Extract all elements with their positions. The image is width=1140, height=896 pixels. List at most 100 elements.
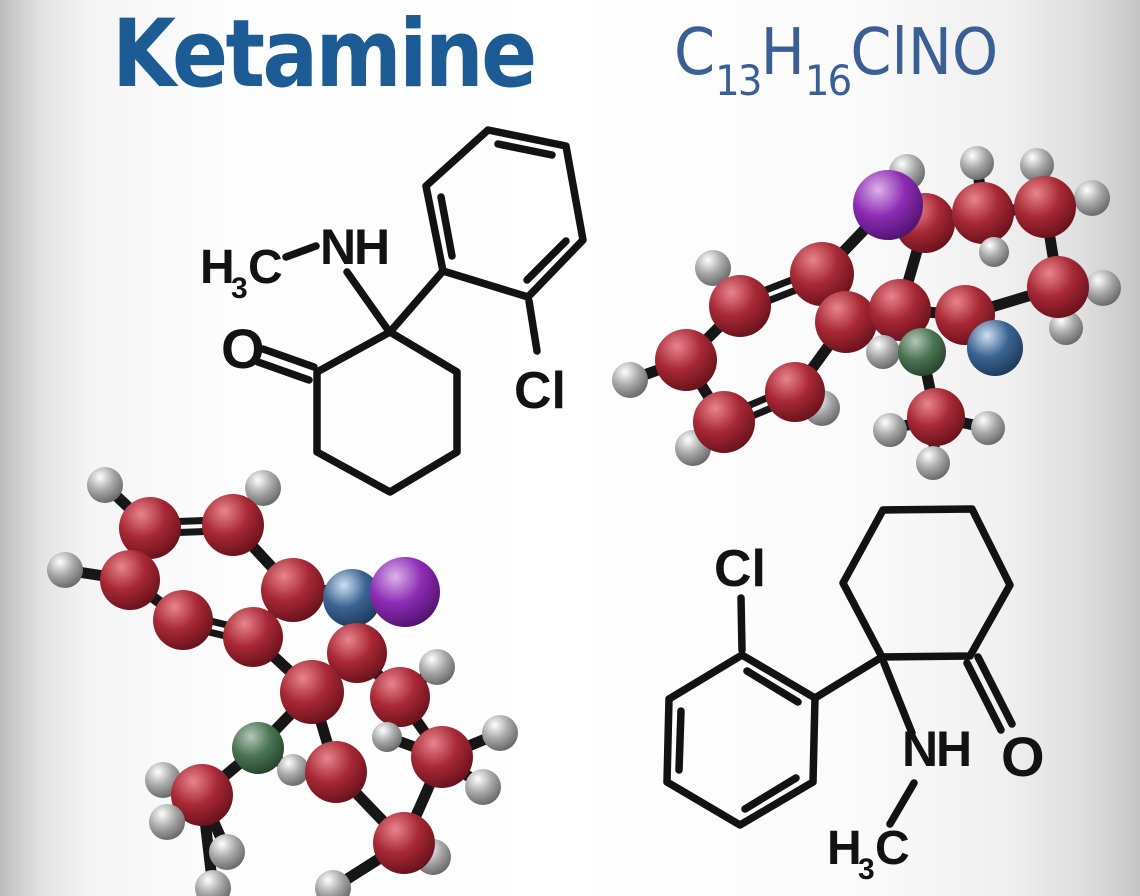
hydrogen-atom — [960, 146, 994, 180]
carbonyl-double-bond — [974, 653, 1016, 728]
carbon-atom — [709, 275, 771, 337]
formula-hydrogen-count: 16 — [804, 56, 852, 105]
chlorine-label: Cl — [514, 362, 566, 420]
hydrogen-atom — [149, 804, 185, 840]
carbon-atom — [655, 329, 717, 391]
cyclohexanone-ring — [839, 505, 1014, 661]
hydrogen-atom — [1020, 148, 1054, 182]
hydrogen-atom — [277, 754, 309, 786]
methyl-label-h: H — [200, 241, 235, 294]
skeletal-formula-top-left: H 3 C N H O Cl — [200, 126, 587, 496]
methyl-bond — [282, 242, 320, 261]
hydrogen-atom — [695, 250, 731, 286]
hydrogen-atom — [1074, 180, 1110, 216]
amine-n-label: N — [320, 219, 356, 275]
chlorine-atom — [370, 557, 440, 627]
carbon-atom — [411, 726, 473, 788]
aromatic-double-bond — [675, 707, 685, 774]
carbonyl-double-bond — [259, 345, 318, 371]
carbon-atom — [907, 388, 965, 446]
carbon-atom — [1014, 176, 1076, 238]
hydrogen-atom — [916, 446, 950, 480]
carbon-atom — [100, 550, 160, 610]
hydrogen-atom — [1049, 311, 1083, 345]
carbon-atom — [815, 291, 877, 353]
ball-stick-model-bottom-left — [47, 467, 518, 896]
oxygen-atom — [967, 320, 1023, 376]
ball-stick-model-top-right — [612, 146, 1121, 480]
hydrogen-atom — [1085, 270, 1121, 306]
chlorine-bond — [737, 594, 746, 654]
formula-hydrogen: H — [760, 16, 805, 90]
amine-h-label: H — [354, 219, 390, 275]
formula-carbon: C — [674, 16, 716, 90]
methyl-label-c: C — [248, 241, 283, 294]
nitrogen-atom — [898, 328, 946, 376]
phenyl-bond — [811, 653, 886, 702]
amine-bond — [880, 659, 916, 737]
molecule-title: Ketamine — [112, 0, 537, 109]
carbon-atom — [790, 242, 854, 306]
benzene-ring — [422, 126, 587, 301]
carbon-atom — [869, 279, 931, 341]
methyl-subscript: 3 — [858, 853, 875, 886]
aromatic-double-bond — [523, 237, 570, 284]
aromatic-double-bond — [741, 774, 800, 813]
benzene-ring — [663, 651, 819, 829]
methyl-label-c: C — [875, 822, 910, 875]
hydrogen-atom — [971, 411, 1005, 445]
carbon-atom — [280, 660, 344, 724]
hydrogen-atom — [372, 722, 402, 752]
hydrogen-atom — [465, 769, 501, 805]
hydrogen-atom — [419, 649, 455, 685]
hydrogen-atom — [866, 335, 900, 369]
amine-h-label: H — [936, 721, 972, 777]
hydrogen-atom — [979, 237, 1009, 267]
carbon-atom — [952, 182, 1014, 244]
chlorine-atom — [853, 170, 923, 240]
hydrogen-atom — [87, 467, 123, 503]
carbonyl-double-bond — [254, 358, 313, 384]
hydrogen-atom — [209, 834, 245, 870]
hydrogen-atom — [47, 552, 83, 588]
oxygen-atom — [323, 569, 381, 627]
skeletal-formula-bottom-right: Cl N H O H 3 C — [663, 505, 1045, 886]
oxygen-label: O — [221, 317, 265, 380]
carbon-atom — [693, 391, 755, 453]
aromatic-double-bond — [743, 667, 802, 706]
carbon-atom — [119, 497, 181, 559]
carbon-atom — [261, 558, 325, 622]
chlorine-bond — [525, 297, 541, 355]
chlorine-label: Cl — [714, 540, 766, 598]
hydrogen-atom — [315, 870, 351, 896]
aromatic-double-bond — [494, 140, 556, 159]
carbon-atom — [202, 494, 264, 556]
carbon-atom — [327, 623, 387, 683]
hydrogen-atom — [482, 715, 518, 751]
nitrogen-atom — [232, 722, 284, 774]
molecular-formula: C13H16ClNO — [674, 16, 999, 105]
phenyl-bond — [386, 267, 447, 336]
methyl-bond — [886, 779, 918, 828]
cyclohexanone-ring — [313, 328, 461, 496]
hydrogen-atom — [195, 870, 231, 896]
carbon-atom — [370, 667, 430, 727]
amine-bond — [343, 268, 392, 334]
carbon-atom — [1027, 256, 1089, 318]
methyl-label-h: H — [827, 822, 862, 875]
formula-carbon-count: 13 — [715, 56, 762, 105]
carbon-atom — [373, 812, 435, 874]
amine-n-label: N — [902, 721, 938, 777]
hydrogen-atom — [245, 470, 281, 506]
methyl-subscript: 3 — [231, 272, 248, 305]
carbon-atom — [153, 590, 213, 650]
formula-tail: ClNO — [850, 16, 999, 90]
carbon-atom — [765, 362, 825, 422]
hydrogen-atom — [612, 362, 648, 398]
carbonyl-double-bond — [963, 659, 1005, 734]
carbon-atom — [171, 764, 233, 826]
carbon-atom — [305, 741, 367, 803]
carbon-atom — [223, 607, 283, 667]
